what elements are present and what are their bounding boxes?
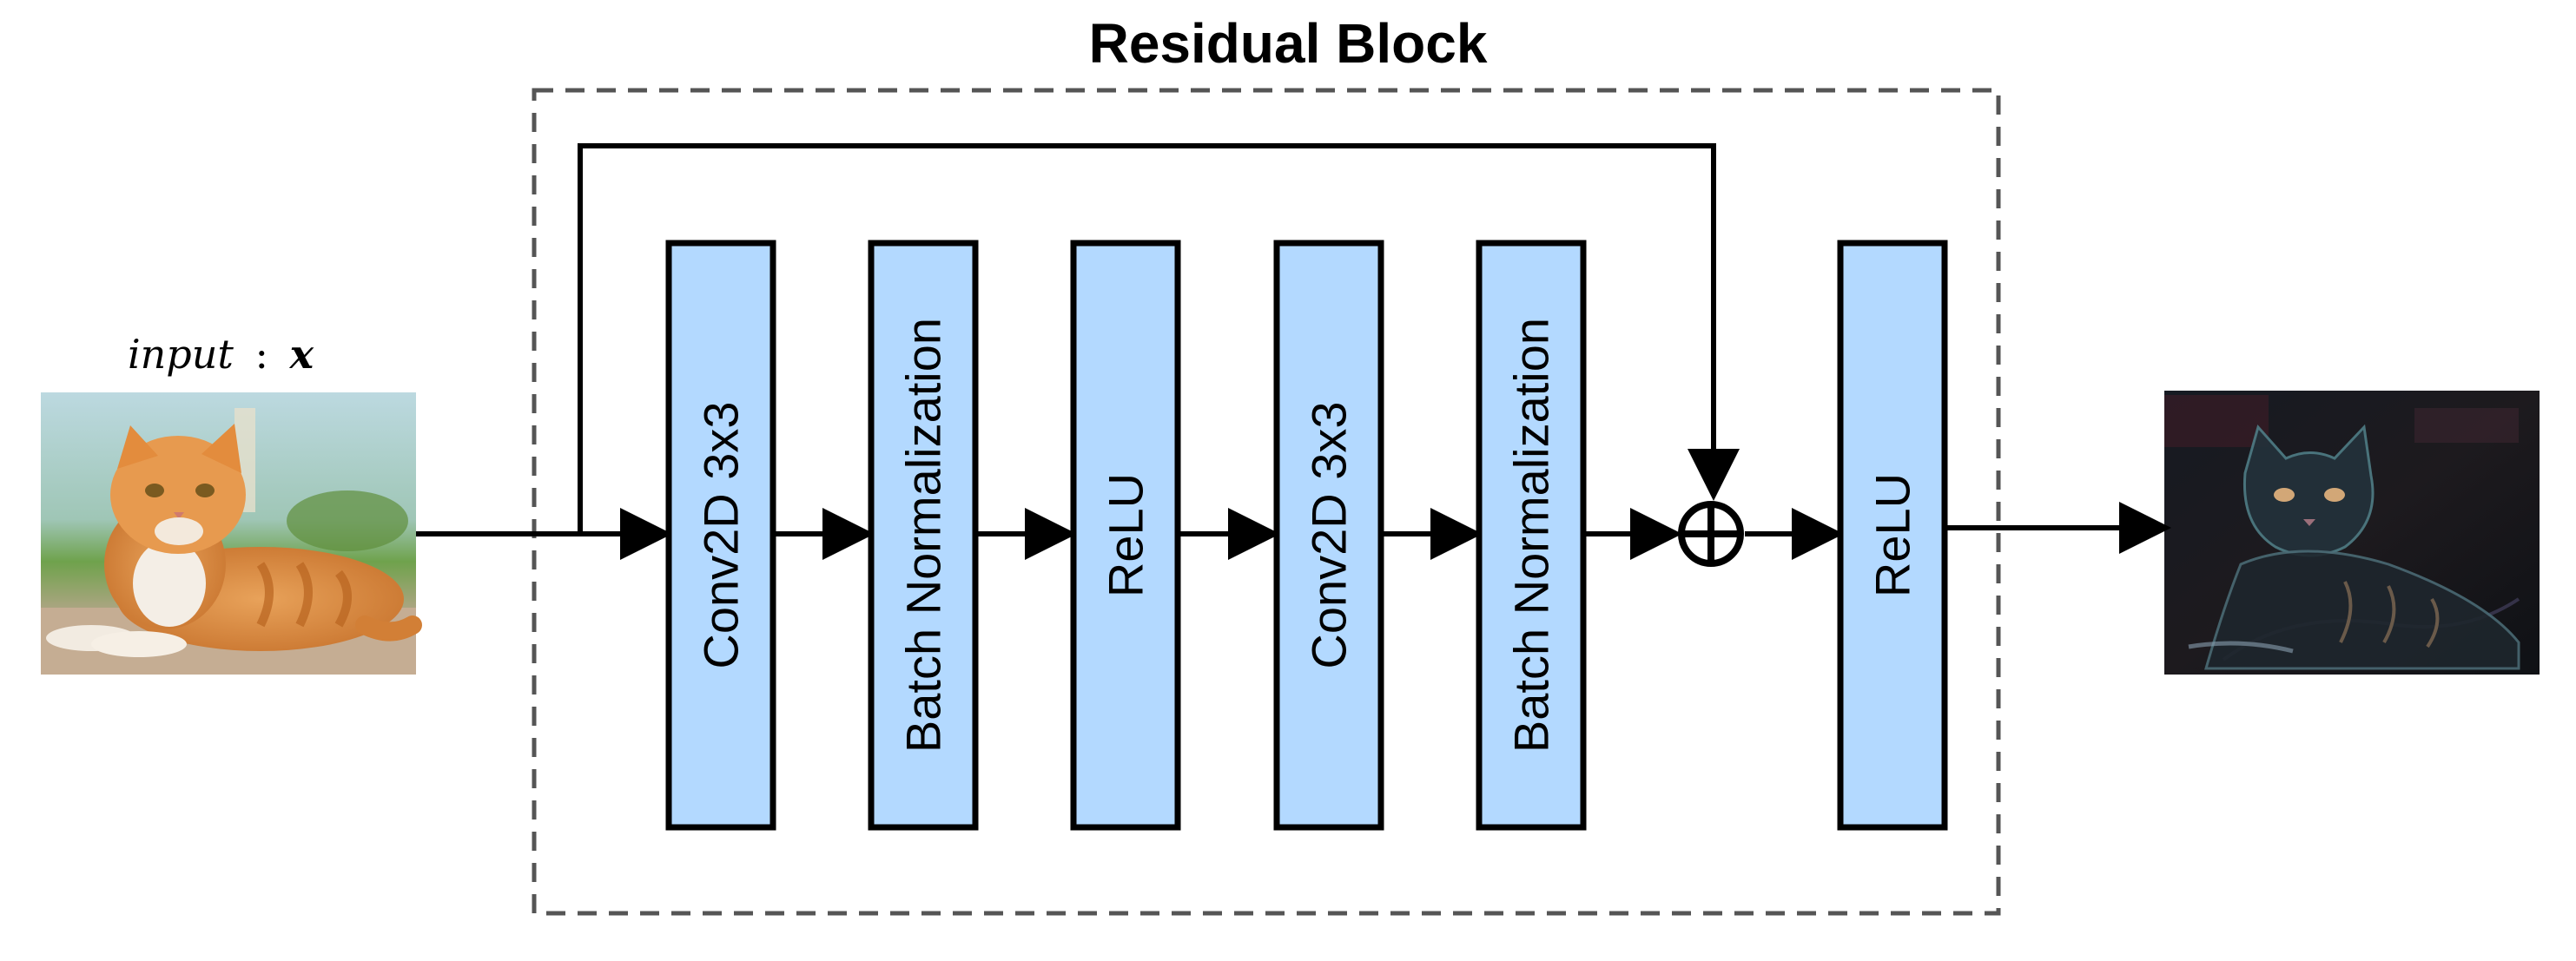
conv2d-block-2: Conv2D 3x3 [1273,240,1384,831]
layer-block-box [868,240,979,831]
layer-blocks: Conv2D 3x3 Batch Normalization ReLU Conv2D … [665,240,1948,831]
layer-block-box [1476,240,1587,831]
layer-block-box [665,240,776,831]
skip-connection-arrow [578,143,1740,534]
diagram-title: Residual Block [1089,12,1488,75]
residual-block-border [532,88,2001,916]
layer-block-label: Conv2D 3x3 [694,401,749,668]
layer-block-box [1273,240,1384,831]
conv2d-block-1: Conv2D 3x3 [665,240,776,831]
batch-norm-block-1: Batch Normalization [868,240,979,831]
layer-block-label: Conv2D 3x3 [1302,401,1357,668]
layer-block-label: ReLU [1866,473,1920,597]
batch-norm-block-2: Batch Normalization [1476,240,1587,831]
layer-block-label: Batch Normalization [1504,318,1559,753]
relu-block-2: ReLU [1837,240,1948,831]
input-label: input : x [128,331,314,378]
layer-block-box [1070,240,1181,831]
layer-block-label: Batch Normalization [896,318,951,753]
plus-circle-icon [1678,501,1744,567]
relu-block-1: ReLU [1070,240,1181,831]
output-feature-map-image [2164,391,2540,675]
input-cat-image [41,392,422,675]
connections [416,143,2171,560]
layer-block-box [1837,240,1948,831]
layer-block-label: ReLU [1099,473,1153,597]
